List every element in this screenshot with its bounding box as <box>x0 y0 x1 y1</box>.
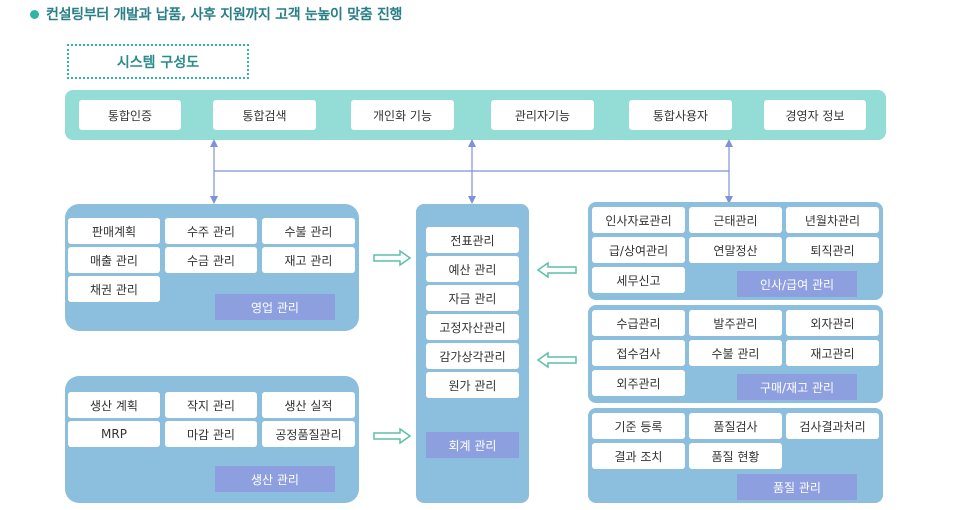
hr-item[interactable]: 년월차관리 <box>786 207 879 233</box>
accounting-item[interactable]: 감가상각관리 <box>426 343 519 369</box>
hr-item[interactable]: 급/상여관리 <box>592 237 685 263</box>
sales-item[interactable]: 수주 관리 <box>165 218 257 244</box>
purchase-item[interactable]: 수불 관리 <box>689 340 782 366</box>
hr-item[interactable]: 연말정산 <box>689 237 782 263</box>
quality-item[interactable]: 검사결과처리 <box>786 413 879 439</box>
production-label: 생산 관리 <box>215 466 335 492</box>
production-item[interactable]: 작지 관리 <box>165 392 257 418</box>
production-item[interactable]: 마감 관리 <box>165 421 257 447</box>
sales-item[interactable]: 재고 관리 <box>262 247 355 273</box>
sales-label: 영업 관리 <box>215 294 335 320</box>
production-item[interactable]: 생산 실적 <box>262 392 355 418</box>
arrow-purchase-to-accounting-icon <box>536 351 577 369</box>
accounting-item[interactable]: 전표관리 <box>426 227 519 253</box>
accounting-label: 회계 관리 <box>426 432 519 458</box>
purchase-item[interactable]: 수급관리 <box>592 310 685 336</box>
header: 컨설팅부터 개발과 납품, 사후 지원까지 고객 눈높이 맞춤 진행 <box>30 4 402 24</box>
sales-item[interactable]: 매출 관리 <box>68 247 160 273</box>
quality-item[interactable]: 품질 현황 <box>689 443 782 469</box>
accounting-item[interactable]: 자금 관리 <box>426 285 519 311</box>
production-item[interactable]: 생산 계획 <box>68 392 160 418</box>
purchase-item[interactable]: 접수검사 <box>592 340 685 366</box>
hr-item[interactable]: 인사자료관리 <box>592 207 685 233</box>
hr-item[interactable]: 근태관리 <box>689 207 782 233</box>
top-item-auth[interactable]: 통합인증 <box>79 100 181 130</box>
system-title: 시스템 구성도 <box>67 44 249 79</box>
sales-item[interactable]: 수불 관리 <box>262 218 355 244</box>
purchase-item[interactable]: 재고관리 <box>786 340 879 366</box>
purchase-item[interactable]: 외자관리 <box>786 310 879 336</box>
quality-item[interactable]: 품질검사 <box>689 413 782 439</box>
hr-item[interactable]: 세무신고 <box>592 267 685 293</box>
arrow-production-to-accounting-icon <box>373 427 412 445</box>
production-item[interactable]: 공정품질관리 <box>262 421 355 447</box>
accounting-item[interactable]: 예산 관리 <box>426 256 519 282</box>
arrow-sales-to-accounting-icon <box>373 249 412 267</box>
top-bar <box>65 90 886 140</box>
purchase-item[interactable]: 외주관리 <box>592 370 685 396</box>
top-item-admin[interactable]: 관리자기능 <box>491 100 594 130</box>
quality-item[interactable]: 기준 등록 <box>592 413 685 439</box>
arrow-hr-to-accounting-icon <box>536 261 577 279</box>
purchase-label: 구매/재고 관리 <box>737 374 857 400</box>
sales-item[interactable]: 수금 관리 <box>165 247 257 273</box>
top-item-personalization[interactable]: 개인화 기능 <box>351 100 454 130</box>
quality-item[interactable]: 결과 조치 <box>592 443 685 469</box>
sales-item[interactable]: 채권 관리 <box>68 276 160 302</box>
quality-label: 품질 관리 <box>737 474 857 500</box>
sales-item[interactable]: 판매계획 <box>68 218 160 244</box>
top-item-search[interactable]: 통합검색 <box>213 100 316 130</box>
accounting-item[interactable]: 고정자산관리 <box>426 314 519 340</box>
accounting-item[interactable]: 원가 관리 <box>426 372 519 398</box>
hr-item[interactable]: 퇴직관리 <box>786 237 879 263</box>
header-title: 컨설팅부터 개발과 납품, 사후 지원까지 고객 눈높이 맞춤 진행 <box>46 7 403 23</box>
top-item-executive[interactable]: 경영자 정보 <box>764 100 866 130</box>
bullet-icon <box>30 9 39 19</box>
hr-label: 인사/급여 관리 <box>737 271 857 297</box>
production-item[interactable]: MRP <box>68 421 160 447</box>
top-item-users[interactable]: 통합사용자 <box>629 100 732 130</box>
purchase-item[interactable]: 발주관리 <box>689 310 782 336</box>
